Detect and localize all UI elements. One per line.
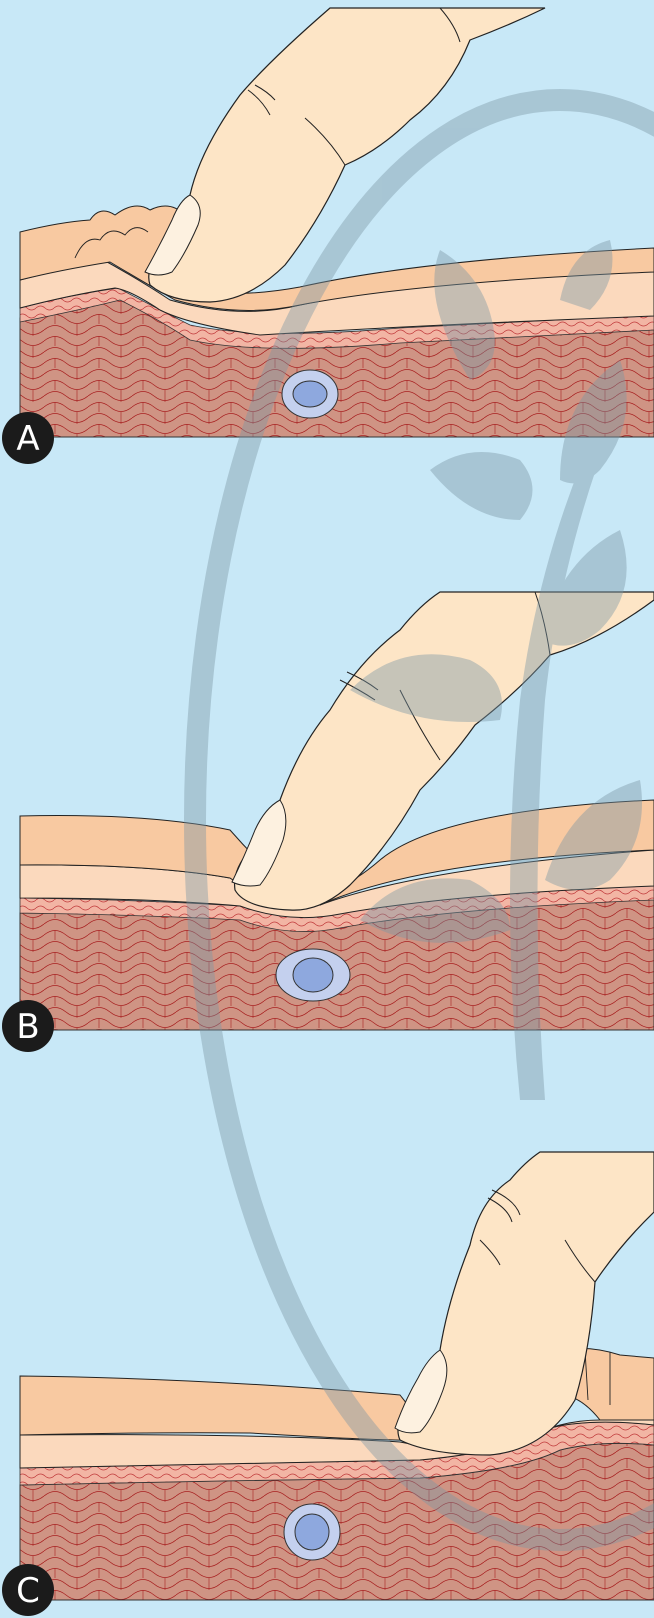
panel-label: B <box>16 1007 39 1047</box>
vein-lumen <box>293 958 333 992</box>
vein-lumen <box>295 1514 329 1550</box>
vein-lumen <box>293 381 327 407</box>
panel-label: A <box>16 419 39 459</box>
panel-label: C <box>16 1571 40 1611</box>
